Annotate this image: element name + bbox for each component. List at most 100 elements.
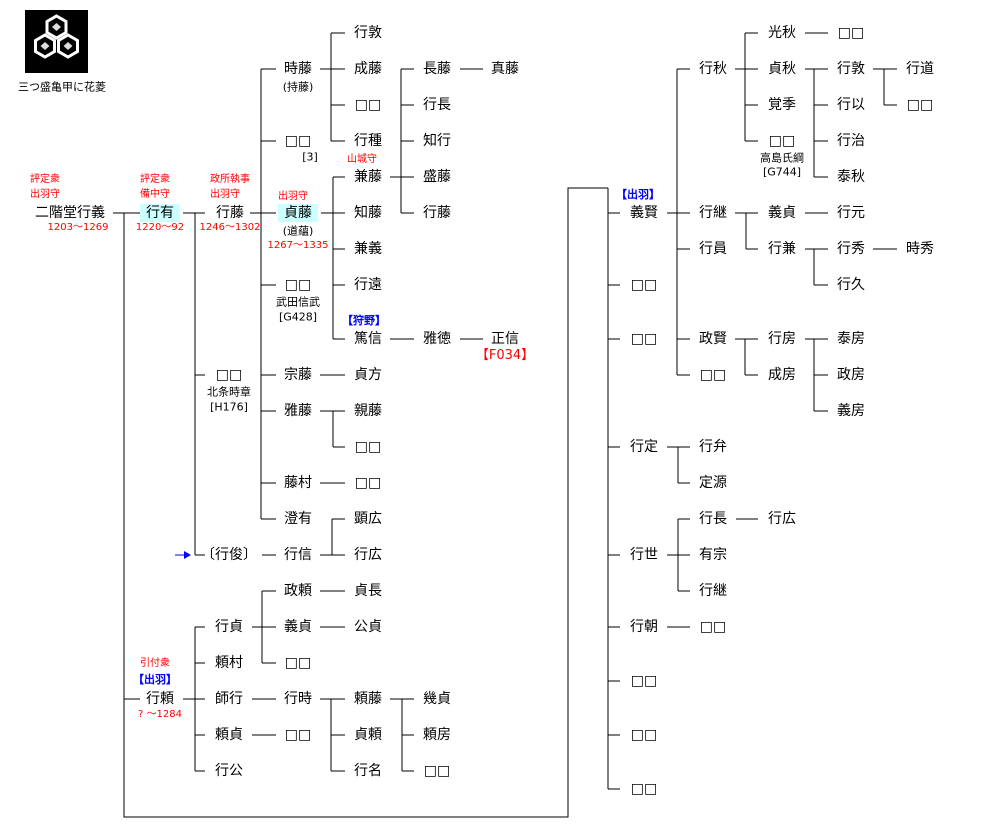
person-node: 頼貞 [215, 727, 243, 743]
person-node: 定源 [699, 475, 727, 491]
person-annotation: [G744] [762, 165, 802, 179]
person-node: □□ [630, 331, 658, 347]
person-node: □□ [284, 655, 312, 671]
person-node: 公貞 [354, 619, 382, 635]
person-annotation: 北条時章 [207, 385, 251, 399]
person-node: 兼義 [354, 241, 382, 257]
person-node: 行種 [354, 133, 382, 149]
person-annotation: 引付衆 [140, 658, 170, 669]
person-annotation: 1220〜92 [135, 222, 185, 233]
person-node: 師行 [215, 691, 243, 707]
person-node: 貞方 [354, 367, 382, 383]
person-node: 行頼 [146, 691, 174, 707]
person-node: 行房 [768, 331, 796, 347]
person-node: 澄有 [284, 511, 312, 527]
person-node: 行藤 [216, 205, 244, 221]
person-node: 行遠 [354, 277, 382, 293]
person-annotation: 備中守 [140, 189, 170, 200]
person-node: □□ [284, 277, 312, 293]
person-node: 幾貞 [423, 691, 451, 707]
person-node: 成藤 [354, 61, 382, 77]
person-node: 政房 [837, 367, 865, 383]
person-node: 行以 [837, 97, 865, 113]
person-node: □□ [630, 673, 658, 689]
person-node: 泰秋 [837, 169, 865, 185]
person-node: 行敦 [837, 61, 865, 77]
person-node: □□ [354, 439, 382, 455]
person-node: 真藤 [491, 61, 519, 77]
person-node: □□ [354, 97, 382, 113]
person-node: 成房 [768, 367, 796, 383]
person-node: 行世 [630, 547, 658, 563]
person-node: 行藤 [423, 205, 451, 221]
person-node: 〔行俊〕 [201, 547, 257, 563]
person-node: 行広 [354, 547, 382, 563]
person-node: 藤村 [284, 475, 312, 491]
person-node: □□ [423, 763, 451, 779]
person-node: 覚季 [768, 97, 796, 113]
person-node: □□ [768, 133, 796, 149]
person-node: 貞藤 [278, 204, 318, 222]
person-annotation: 山城守 [347, 154, 377, 165]
crest-caption: 三つ盛亀甲に花菱 [18, 80, 106, 94]
person-node: 政頼 [284, 583, 312, 599]
person-node: 親藤 [354, 403, 382, 419]
person-annotation: 政所執事 [210, 174, 250, 185]
person-annotation: 【F034】 [475, 348, 535, 363]
person-node: 行元 [837, 205, 865, 221]
person-node: 行広 [768, 511, 796, 527]
person-node: 貞秋 [768, 61, 796, 77]
person-node: 雅藤 [284, 403, 312, 419]
person-annotation: [H176] [210, 400, 248, 414]
arrow-head-icon [184, 551, 191, 559]
person-node: 義賢 [630, 205, 658, 221]
person-annotation: 武田信武 [276, 295, 320, 309]
person-annotation: ? 〜1284 [138, 709, 182, 720]
person-node: 知藤 [354, 205, 382, 221]
person-node: 知行 [423, 133, 451, 149]
person-node: 政賢 [699, 331, 727, 347]
person-node: 二階堂行義 [35, 205, 105, 221]
person-node: 行弁 [699, 439, 727, 455]
person-annotation: (持藤) [282, 80, 314, 94]
person-node: 時藤 [284, 61, 312, 77]
person-node: 行長 [699, 511, 727, 527]
person-node: 有宗 [699, 547, 727, 563]
person-annotation: (道蘊) [282, 224, 314, 238]
person-node: 義貞 [768, 205, 796, 221]
person-node: 行久 [837, 277, 865, 293]
person-node: 行長 [423, 97, 451, 113]
person-node: □□ [354, 475, 382, 491]
person-annotation: 評定衆 [140, 174, 170, 185]
person-node: 行継 [699, 205, 727, 221]
person-node: 行秋 [699, 61, 727, 77]
family-crest-icon [25, 10, 88, 73]
person-node: 行時 [284, 691, 312, 707]
person-node: 頼村 [215, 655, 243, 671]
person-node: 長藤 [423, 61, 451, 77]
person-node: □□ [699, 367, 727, 383]
person-annotation: 【狩野】 [342, 314, 386, 327]
person-node: 宗藤 [284, 367, 312, 383]
person-node: 行信 [284, 547, 312, 563]
person-annotation: 【出羽】 [133, 673, 177, 686]
person-annotation: [G428] [278, 310, 318, 324]
person-node: 正信 [491, 331, 519, 347]
person-node: 頼房 [423, 727, 451, 743]
person-node: 盛藤 [423, 169, 451, 185]
person-annotation: 出羽守 [30, 189, 60, 200]
person-node: 行名 [354, 763, 382, 779]
person-node: 篤信 [354, 331, 382, 347]
person-node: □□ [284, 133, 312, 149]
person-node: □□ [215, 367, 243, 383]
person-node: 行敦 [354, 25, 382, 41]
person-node: □□ [699, 619, 727, 635]
person-node: 行兼 [768, 241, 796, 257]
person-node: 頼藤 [354, 691, 382, 707]
person-node: 貞長 [354, 583, 382, 599]
person-annotation: 1267〜1335 [267, 240, 329, 251]
person-node: 義房 [837, 403, 865, 419]
person-node: 光秋 [768, 25, 796, 41]
person-node: 行継 [699, 583, 727, 599]
